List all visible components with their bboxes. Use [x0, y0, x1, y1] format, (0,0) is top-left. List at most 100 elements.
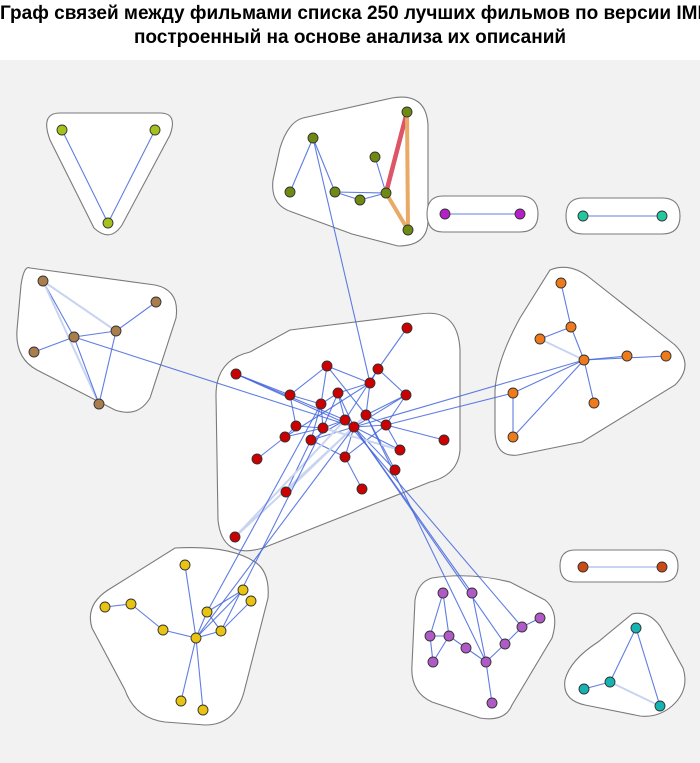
- node-b3: [68, 331, 80, 343]
- node-y10: [175, 695, 187, 707]
- edge-y1-y9: [184, 564, 197, 639]
- node-y3: [99, 601, 111, 613]
- node-r13: [348, 421, 360, 433]
- node-y2: [237, 584, 249, 596]
- node-o8: [402, 224, 414, 236]
- edge-v2-v9: [471, 592, 487, 663]
- node-y6: [201, 606, 213, 618]
- node-r2: [321, 360, 333, 372]
- edge-b4-b6: [98, 330, 117, 405]
- node-r7: [284, 389, 296, 401]
- node-r20: [339, 451, 351, 463]
- edge-o7-o8: [384, 191, 410, 232]
- edge-r17-r24: [285, 439, 312, 493]
- node-x2: [656, 561, 668, 573]
- node-b6: [93, 398, 105, 410]
- edge-b3-b4: [73, 330, 117, 338]
- node-c2: [604, 676, 616, 688]
- edge-v1-v6: [442, 592, 450, 637]
- node-g7: [507, 387, 519, 399]
- node-r23: [356, 483, 368, 495]
- edge-r11-v4: [344, 419, 523, 628]
- edge-r9-r10: [365, 394, 407, 416]
- edge-r14-g7: [385, 392, 514, 426]
- edge-r13-r22: [353, 426, 396, 471]
- node-v7: [499, 638, 511, 650]
- node-r8: [315, 398, 327, 410]
- node-v6: [443, 630, 455, 642]
- chart-title: Граф связей между фильмами списка 250 лу…: [0, 2, 700, 50]
- edge-g4-g7: [512, 359, 585, 394]
- edge-v9-v11: [485, 661, 493, 704]
- edge-y7-y9: [162, 629, 197, 639]
- node-y11: [197, 704, 209, 716]
- edge-r20-r23: [344, 456, 363, 490]
- node-r21: [251, 453, 263, 465]
- node-v11: [486, 697, 498, 709]
- edge-o2-o4: [289, 137, 314, 193]
- edge-g1-g2: [560, 282, 572, 328]
- network-graph: [0, 60, 700, 763]
- edge-o1-o7: [383, 109, 410, 196]
- node-l2: [149, 124, 161, 136]
- node-r11: [339, 414, 351, 426]
- title-line-1: Граф связей между фильмами списка 250 лу…: [0, 3, 700, 24]
- edge-r9-r13: [353, 394, 407, 428]
- edge-r3-r9: [377, 368, 407, 396]
- edge-g3-g4: [539, 338, 585, 361]
- edge-y2-y6: [206, 589, 244, 613]
- edge-r12-y8: [220, 427, 324, 632]
- edge-r2-r7: [289, 365, 328, 396]
- edge-r16-r21: [256, 436, 286, 460]
- node-m2: [514, 208, 526, 220]
- node-g2: [565, 321, 577, 333]
- node-r1: [401, 322, 413, 334]
- edge-g4-g9: [512, 359, 585, 438]
- node-l3: [102, 217, 114, 229]
- node-y5: [245, 595, 257, 607]
- node-b2: [150, 296, 162, 308]
- node-r10: [360, 409, 372, 421]
- node-b4: [110, 325, 122, 337]
- edge-r5-r6: [337, 382, 371, 394]
- node-g4: [578, 354, 590, 366]
- edge-r2-r8: [320, 365, 328, 405]
- edge-b2-b4: [115, 301, 157, 332]
- node-v3: [534, 612, 546, 624]
- edge-y9-y11: [195, 637, 204, 711]
- edge-c1-c2: [609, 627, 637, 683]
- edge-b3-b6: [73, 336, 100, 405]
- edge-c2-c4: [609, 681, 661, 707]
- edge-b3-r13: [73, 336, 355, 428]
- edge-y5-y8: [220, 600, 252, 632]
- edge-r17-r20: [310, 439, 346, 458]
- edge-r11-r25: [234, 419, 346, 538]
- node-m1: [439, 208, 451, 220]
- node-b1: [37, 275, 49, 287]
- edge-y4-y7: [130, 603, 164, 631]
- edge-r13-v2: [353, 426, 473, 594]
- edge-r6-r13: [337, 392, 355, 428]
- edge-r9-r14: [385, 394, 407, 426]
- node-c4: [654, 700, 666, 712]
- node-r5: [364, 377, 376, 389]
- node-y8: [215, 625, 227, 637]
- title-line-2: построенный на основе анализа их описани…: [133, 27, 567, 48]
- node-g3: [534, 333, 546, 345]
- node-r19: [394, 444, 406, 456]
- edge-c1-c4: [635, 627, 661, 707]
- node-r18: [438, 434, 450, 446]
- node-r4: [230, 368, 242, 380]
- edge-l1-l3: [61, 129, 109, 224]
- node-v1: [437, 587, 449, 599]
- node-o4: [284, 186, 296, 198]
- edge-o3-o7: [374, 156, 387, 194]
- cluster-hull-7: [494, 266, 686, 456]
- cluster-hull-1: [46, 112, 173, 236]
- node-o5: [329, 186, 341, 198]
- node-g5: [621, 350, 633, 362]
- node-o7: [380, 187, 392, 199]
- edge-l2-l3: [107, 129, 156, 224]
- node-y4: [125, 598, 137, 610]
- node-v8: [460, 642, 472, 654]
